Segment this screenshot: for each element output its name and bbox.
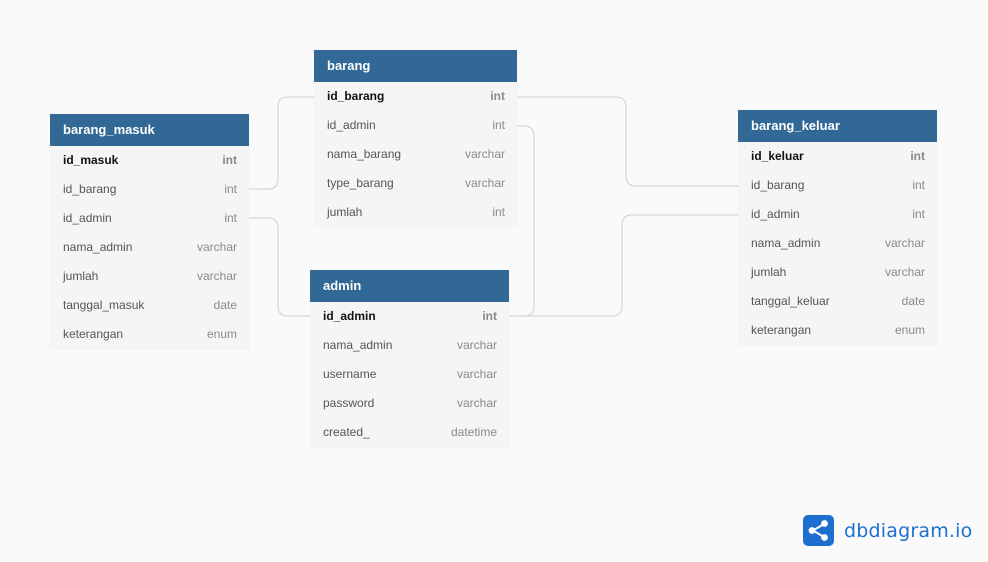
field-row[interactable]: nama_admin varchar xyxy=(738,229,937,258)
field-row[interactable]: jumlah varchar xyxy=(738,258,937,287)
field-row[interactable]: nama_barang varchar xyxy=(314,140,517,169)
field-type: varchar xyxy=(196,240,237,254)
field-row[interactable]: id_barang int xyxy=(314,82,517,111)
field-row[interactable]: keterangan enum xyxy=(50,320,249,349)
table-header[interactable]: barang xyxy=(314,50,517,82)
field-type: varchar xyxy=(884,236,925,250)
field-type: int xyxy=(912,178,925,192)
field-type: int xyxy=(482,309,497,323)
field-name: id_keluar xyxy=(751,149,804,163)
field-type: int xyxy=(490,89,505,103)
field-type: datetime xyxy=(450,425,497,439)
field-name: id_masuk xyxy=(63,153,119,167)
field-name: id_admin xyxy=(751,207,800,221)
field-type: enum xyxy=(894,323,925,337)
field-name: id_barang xyxy=(63,182,117,196)
field-name: id_admin xyxy=(63,211,112,225)
field-type: varchar xyxy=(456,338,497,352)
field-row[interactable]: created_ datetime xyxy=(310,418,509,447)
link-admin-keluar xyxy=(509,214,738,317)
field-row[interactable]: keterangan enum xyxy=(738,316,937,345)
field-name: nama_barang xyxy=(327,147,402,161)
field-name: created_ xyxy=(323,425,370,439)
share-icon xyxy=(803,515,834,546)
field-row[interactable]: jumlah varchar xyxy=(50,262,249,291)
field-row[interactable]: password varchar xyxy=(310,389,509,418)
field-type: int xyxy=(492,118,505,132)
field-name: nama_admin xyxy=(323,338,393,352)
field-row[interactable]: jumlah int xyxy=(314,198,517,227)
table-header[interactable]: barang_masuk xyxy=(50,114,249,146)
field-type: varchar xyxy=(464,176,505,190)
field-row[interactable]: username varchar xyxy=(310,360,509,389)
field-name: id_barang xyxy=(327,89,385,103)
field-type: int xyxy=(492,205,505,219)
field-row[interactable]: id_masuk int xyxy=(50,146,249,175)
field-type: date xyxy=(213,298,237,312)
link-masuk-barang xyxy=(249,96,314,190)
field-type: enum xyxy=(206,327,237,341)
field-type: varchar xyxy=(884,265,925,279)
field-row[interactable]: id_barang int xyxy=(50,175,249,204)
field-name: jumlah xyxy=(327,205,363,219)
field-type: int xyxy=(224,182,237,196)
link-masuk-admin xyxy=(249,217,310,317)
field-row[interactable]: nama_admin varchar xyxy=(310,331,509,360)
dbdiagram-logo[interactable]: dbdiagram.io xyxy=(803,515,972,546)
field-type: varchar xyxy=(456,367,497,381)
field-type: int xyxy=(912,207,925,221)
field-row[interactable]: id_keluar int xyxy=(738,142,937,171)
field-row[interactable]: id_admin int xyxy=(314,111,517,140)
field-name: keterangan xyxy=(63,327,124,341)
field-name: id_admin xyxy=(327,118,376,132)
table-header[interactable]: admin xyxy=(310,270,509,302)
field-row[interactable]: id_admin int xyxy=(738,200,937,229)
field-name: keterangan xyxy=(751,323,812,337)
field-row[interactable]: tanggal_masuk date xyxy=(50,291,249,320)
field-name: tanggal_keluar xyxy=(751,294,830,308)
field-type: int xyxy=(222,153,237,167)
field-type: varchar xyxy=(456,396,497,410)
field-row[interactable]: tanggal_keluar date xyxy=(738,287,937,316)
field-row[interactable]: type_barang varchar xyxy=(314,169,517,198)
link-barang-admin xyxy=(509,125,535,317)
field-type: varchar xyxy=(196,269,237,283)
field-name: nama_admin xyxy=(63,240,133,254)
field-name: jumlah xyxy=(751,265,787,279)
field-type: int xyxy=(224,211,237,225)
field-name: type_barang xyxy=(327,176,394,190)
logo-text: dbdiagram.io xyxy=(844,519,973,542)
field-type: date xyxy=(901,294,925,308)
field-row[interactable]: id_admin int xyxy=(50,204,249,233)
field-name: nama_admin xyxy=(751,236,821,250)
field-name: password xyxy=(323,396,375,410)
field-name: id_barang xyxy=(751,178,805,192)
link-barang-keluar xyxy=(517,96,738,187)
field-type: int xyxy=(910,149,925,163)
field-type: varchar xyxy=(464,147,505,161)
field-row[interactable]: nama_admin varchar xyxy=(50,233,249,262)
field-row[interactable]: id_admin int xyxy=(310,302,509,331)
field-name: username xyxy=(323,367,377,381)
table-header[interactable]: barang_keluar xyxy=(738,110,937,142)
field-name: jumlah xyxy=(63,269,99,283)
field-name: id_admin xyxy=(323,309,376,323)
field-row[interactable]: id_barang int xyxy=(738,171,937,200)
field-name: tanggal_masuk xyxy=(63,298,145,312)
